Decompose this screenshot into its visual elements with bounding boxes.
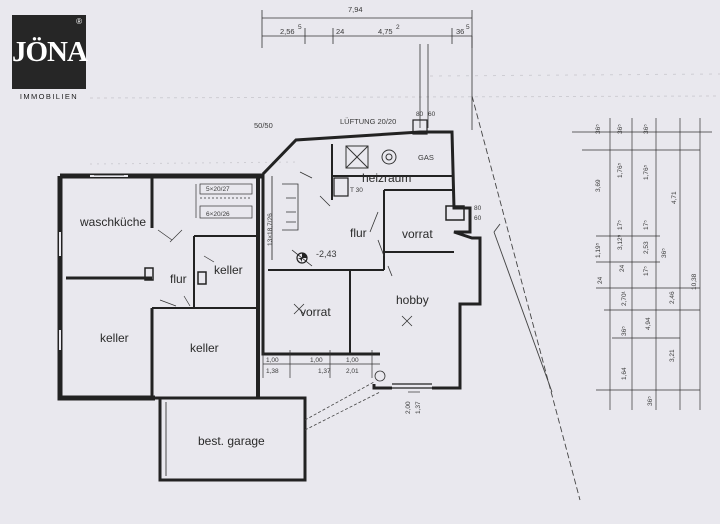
right-dim-c3-0: 36⁵ [643,124,650,134]
heating-equipment [345,145,397,169]
vent-size-label: 50/50 [254,121,273,130]
right-stair [282,171,385,257]
diagonal-lines [471,95,581,501]
right-dimension-lines [572,118,712,410]
room-keller-left: keller [100,331,129,345]
right-dim-c4-1: 10,38 [691,273,698,290]
room-garage: best. garage [198,434,265,448]
right-dim-c2-5: 4,94 [645,317,652,330]
left-stair [157,183,253,307]
right-dim-col1: 36⁵ 3,69 1,19⁵ 24 2,70¹ 36⁵ 1,64 36⁵ [595,124,654,406]
left-building-walls [57,173,263,401]
right-dim-c3-4: 36⁵ [661,248,668,258]
room-keller-small: keller [214,263,243,277]
dim-bottom-b-bottom: 1,37 [318,368,331,375]
gas-label: GAS [418,153,434,162]
dim-top-3: 4,75 [378,27,393,36]
right-dim-c3-3: 2,53 [643,241,650,254]
right-dim-c1-5: 36⁵ [621,326,628,336]
dim-bottom-d-top: 2,00 [405,401,412,414]
dim-bottom-b-top: 1,00 [310,357,323,364]
room-vorrat-top: vorrat [402,227,433,241]
right-dim-c3-5: 2,46 [669,291,676,304]
room-hobby: hobby [396,293,429,307]
ventilation-label: LÜFTUNG 20/20 [340,117,396,126]
dim-bottom-d-bottom: 1,37 [415,401,422,414]
dim-bottom-c-top: 1,00 [346,357,359,364]
right-dim-c1-6: 1,64 [621,367,628,380]
vent-top-a: 80 [416,111,424,118]
room-vorrat-bottom: vorrat [300,305,331,319]
right-dim-c3-2: 17⁵ [643,220,650,230]
right-dim-c1-3: 24 [597,276,604,284]
logo-registered-mark: ® [76,17,82,26]
dim-bottom-a-top: 1,00 [266,357,279,364]
vent-right-b: 60 [474,215,482,222]
right-dim-c1-0: 36⁵ [595,124,602,134]
vent-right-a: 80 [474,205,482,212]
right-dim-c1-1: 3,69 [595,179,602,192]
logo-badge [12,15,86,89]
top-dimensions [261,10,473,130]
ramp-lines [304,381,381,431]
dim-total-width: 7,94 [348,5,363,14]
room-keller-mid: keller [190,341,219,355]
scan-noise [89,73,720,165]
right-dim-c2-3: 3,12⁹ [617,234,624,250]
right-dim-c2-2: 17⁵ [617,220,624,230]
dim-top-4: 36 [456,27,464,36]
right-dim-col3: 36⁵ 1,76⁵ 17⁵ 2,53 36⁵ 2,46 3,21 [643,124,676,362]
floor-level-label: -2,43 [316,249,337,259]
right-dim-c2-1: 1,76⁵ [617,162,624,178]
dim-top-1: 2,56 [280,27,295,36]
right-dim-c1-2: 1,19⁵ [595,242,602,258]
window-dim-1: 5×20/27 [206,186,230,193]
right-dim-c4-0: 4,71 [671,191,678,204]
right-dim-c1-7: 36⁵ [647,396,654,406]
right-dim-col2: 36⁵ 1,76⁵ 17⁵ 3,12⁹ 24 4,94 17⁵ [617,124,652,330]
dim-top-4-sup: 5 [466,24,470,31]
right-building-walls [261,119,482,390]
dim-bottom-a-bottom: 1,38 [266,368,279,375]
vent-top-b: 60 [428,111,436,118]
right-dim-c1-4: 2,70¹ [621,290,628,306]
right-dim-c2-0: 36⁵ [617,124,624,134]
right-dim-c3-1: 1,76⁵ [643,164,650,180]
stair-dim-label: 13×18,7/26 [267,213,274,246]
room-heizraum: heizraum [362,171,411,185]
dim-top-1-sup: 5 [298,24,302,31]
logo-wordmark: JÖNA [12,36,88,68]
logo-subtitle: IMMOBILIEN [19,92,79,101]
right-dim-c2-4: 24 [619,264,626,272]
bottom-dimensions [262,350,420,393]
dim-bottom-c-bottom: 2,01 [346,368,359,375]
garage-walls [158,396,307,482]
right-dim-c3-6: 3,21 [669,349,676,362]
right-dim-col4: 4,71 10,38 [671,191,698,290]
dim-top-3-sup: 2 [396,24,400,31]
right-dim-c2-6: 17⁵ [643,266,650,276]
logo: JÖNA ® IMMOBILIEN [12,15,88,103]
room-flur-right: flur [350,226,367,240]
level-marker [291,249,313,267]
fire-door-label: T 30 [350,187,363,194]
dim-top-2: 24 [336,27,344,36]
window-dim-2: 6×20/26 [206,211,230,218]
floor-drains [293,265,413,382]
room-waschkueche: waschküche [79,215,146,229]
room-flur-left: flur [170,272,187,286]
